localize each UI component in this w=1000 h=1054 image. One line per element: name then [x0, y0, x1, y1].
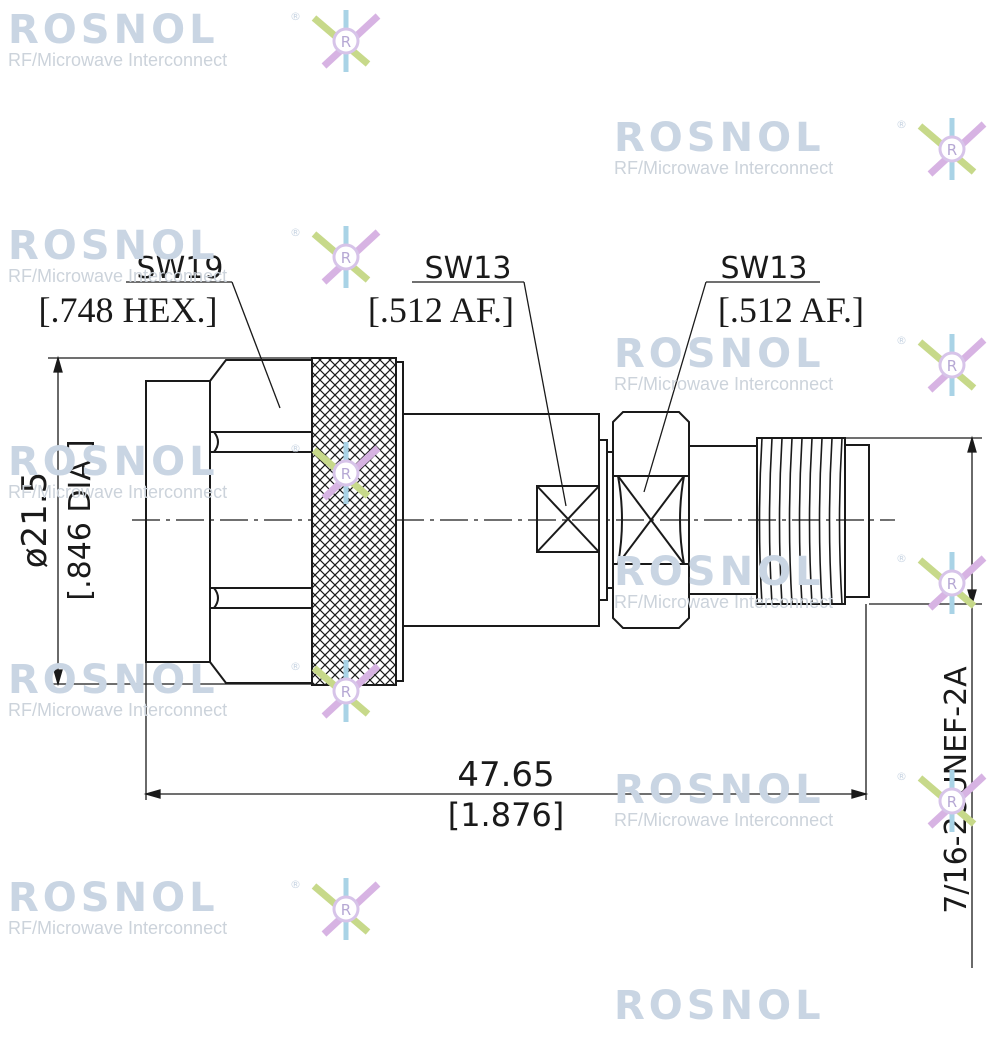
label-sw19-size: [.748 HEX.]	[39, 290, 218, 330]
label-sw13-b: SW13	[721, 251, 808, 286]
label-diameter-mm: ø21.5	[15, 472, 55, 569]
front-body	[145, 380, 211, 663]
label-sw13-a: SW13	[425, 251, 512, 286]
leader-sw19	[231, 281, 281, 409]
label-thread: 7/16-28UNEF-2A	[939, 666, 974, 914]
hex-nut-sw13-b	[612, 411, 690, 629]
hex-nut-sw19	[209, 359, 313, 684]
collar	[598, 439, 608, 601]
leader-sw13-a	[523, 281, 567, 507]
label-length-in: [1.876]	[448, 796, 565, 834]
leader-sw13-b	[643, 281, 707, 493]
knurled-coupling	[311, 357, 397, 686]
label-diameter-in: [.846 DIA.]	[63, 439, 98, 600]
label-sw13-a-size: [.512 AF.]	[368, 290, 514, 330]
label-length-mm: 47.65	[457, 755, 554, 795]
connector-drawing: SW19 [.748 HEX.] SW13 [.512 AF.] SW13 [.…	[15, 251, 982, 968]
label-sw19: SW19	[137, 251, 224, 286]
label-sw13-b-size: [.512 AF.]	[718, 290, 864, 330]
